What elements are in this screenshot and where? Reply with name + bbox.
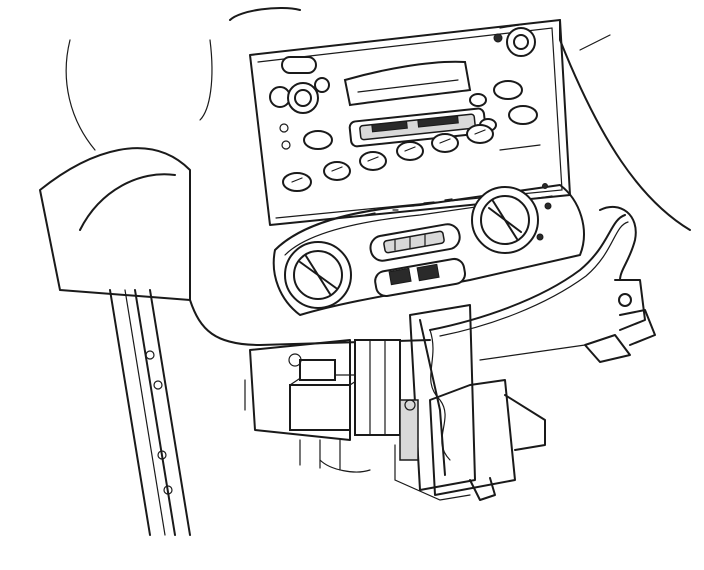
- dash-trim-illustration: [189, 7, 691, 346]
- climate-control-illustration: [272, 183, 585, 316]
- steering-column-illustration: [39, 39, 213, 536]
- relay-block-illustration: [244, 304, 546, 501]
- radio-faceplate-illustration: [249, 19, 571, 226]
- wiring-harness-illustration: [429, 205, 656, 363]
